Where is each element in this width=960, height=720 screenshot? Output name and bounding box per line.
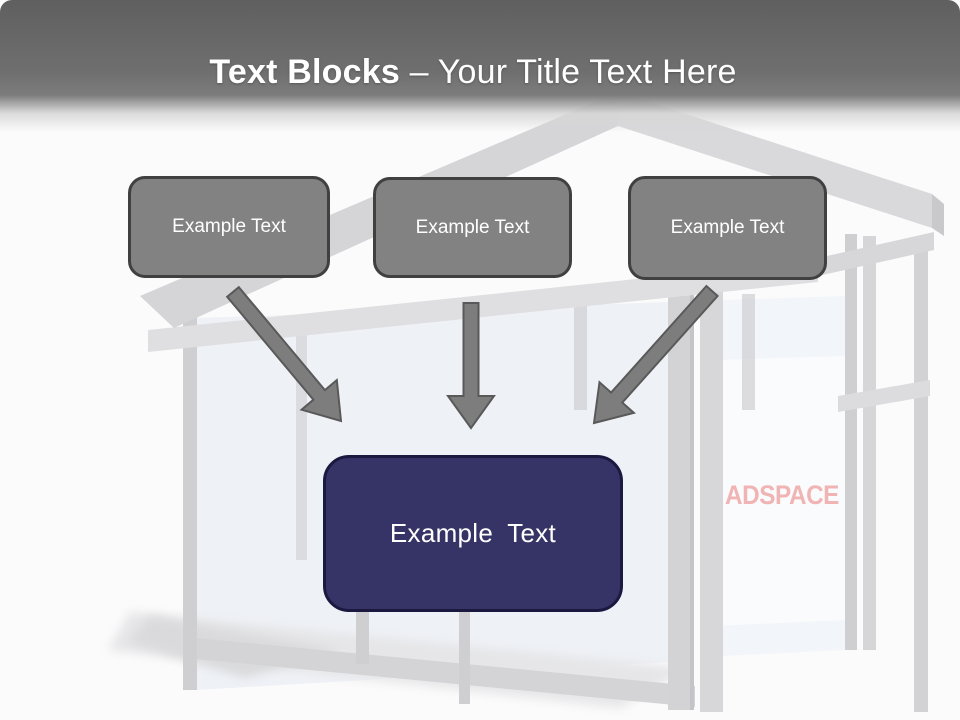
shelter-ad-panel [715,356,845,626]
shelter-base-rail [196,638,695,707]
title-separator: – [399,53,438,91]
text-block-2-label: Example Text [415,216,530,238]
text-block-3-label: Example Text [670,217,785,238]
text-block-3: Example Text [628,176,827,280]
page-title: Text Blocks – Your Title Text Here [0,52,946,92]
shelter-side-beams [818,232,934,412]
adspace-watermark: ADSPACE [725,480,839,510]
arrow-down-left-icon [592,284,720,425]
header-band: Text Blocks – Your Title Text Here [0,0,960,132]
shelter-fascia-beam [148,260,818,352]
center-text-block-label: Example Text [389,518,557,548]
shelter-posts [183,234,928,712]
title-regular-part: Your Title Text Here [437,53,737,91]
title-bold-part: Text Blocks [209,53,400,91]
text-block-2: Example Text [373,177,572,278]
arrow-down-icon [446,302,496,430]
arrow-down-right-icon [225,285,343,423]
text-block-1: Example Text [128,176,330,278]
text-block-1-label: Example Text [172,216,286,237]
center-text-block: Example Text [323,455,623,612]
